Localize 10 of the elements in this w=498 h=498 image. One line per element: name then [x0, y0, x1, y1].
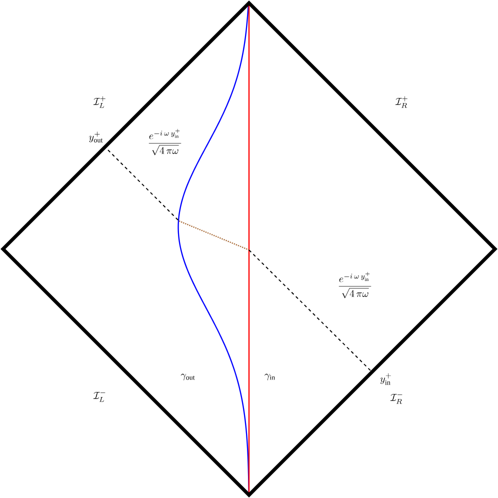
worldline-label: $\gamma_{\rm in}$ — [263, 372, 277, 382]
amplitude-formula: $\frac{e^{-i\,\omega\, y_{\rm in}^+}}{\sqrt{4\,\pi\omega}}$ — [146, 128, 184, 156]
scri-label: $\mathcal{I}_L^+$ — [92, 95, 108, 109]
scri-label: $\mathcal{I}_L^-$ — [92, 389, 108, 403]
amplitude-formula: $\frac{e^{-i\,\omega\, y_{\rm in}^+}}{\sqrt{4\,\pi\omega}}$ — [336, 270, 374, 300]
scri-label: $\mathcal{I}_R^+$ — [394, 95, 410, 109]
point-label: $y_{\rm in}^+$ — [379, 372, 393, 386]
worldline-label: $\gamma_{\rm out}$ — [180, 372, 196, 382]
scri-label: $\mathcal{I}_R^-$ — [390, 391, 404, 405]
point-label: $y_{\rm out}^+$ — [88, 130, 104, 144]
